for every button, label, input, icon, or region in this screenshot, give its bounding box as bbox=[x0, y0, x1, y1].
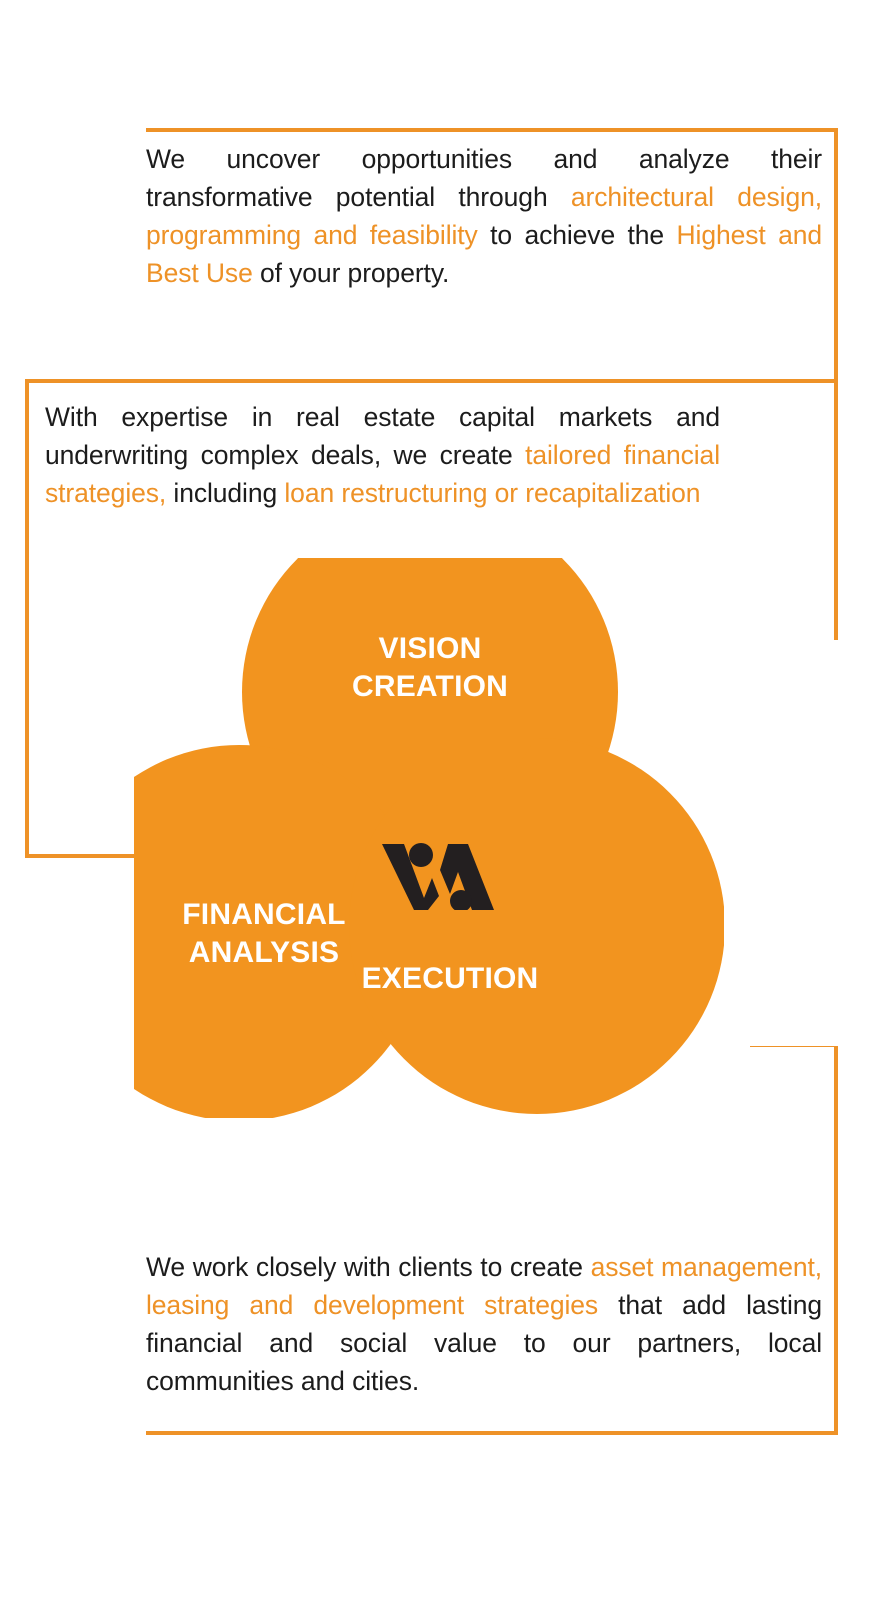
va-logo-icon bbox=[382, 843, 494, 910]
text-segment-highlight: tailored financial strategies, bbox=[45, 440, 720, 508]
venn-svg bbox=[134, 558, 724, 1118]
text-segment: that add lasting financial and social va… bbox=[146, 1290, 823, 1396]
paragraph-vision-creation: We uncover opportunities and analyze the… bbox=[146, 140, 822, 292]
text-segment-highlight: loan restructuring or recapitalization bbox=[284, 478, 701, 508]
text-segment: We work closely with clients to create bbox=[146, 1252, 591, 1282]
text-segment: We uncover opportunities and analyze the… bbox=[146, 144, 822, 212]
text-segment: With expertise in real estate capital ma… bbox=[45, 402, 720, 470]
circle-label-financial-analysis: FINANCIAL ANALYSIS bbox=[182, 898, 346, 969]
frame-bottom-bottom-rule bbox=[146, 1431, 838, 1435]
text-segment-highlight: Highest and Best Use bbox=[146, 220, 822, 288]
text-segment-highlight: architectural design, programming and fe… bbox=[146, 182, 822, 250]
venn-diagram: VISION CREATION FINANCIAL ANALYSIS EXECU… bbox=[134, 558, 724, 1118]
paragraph-financial-analysis: With expertise in real estate capital ma… bbox=[45, 398, 720, 512]
va-logo bbox=[382, 838, 494, 910]
circle-label-vision-creation: VISION CREATION bbox=[351, 632, 509, 703]
circle-execution[interactable] bbox=[349, 738, 724, 1114]
text-segment: of your property. bbox=[252, 258, 450, 288]
text-segment: including bbox=[166, 478, 285, 508]
text-segment: to achieve the bbox=[477, 220, 677, 250]
circle-financial-analysis[interactable] bbox=[134, 745, 427, 1118]
circle-label-execution: EXECUTION bbox=[361, 962, 539, 995]
paragraph-execution: We work closely with clients to create a… bbox=[146, 1248, 822, 1400]
text-segment-highlight: asset management, leasing and developmen… bbox=[146, 1252, 822, 1320]
